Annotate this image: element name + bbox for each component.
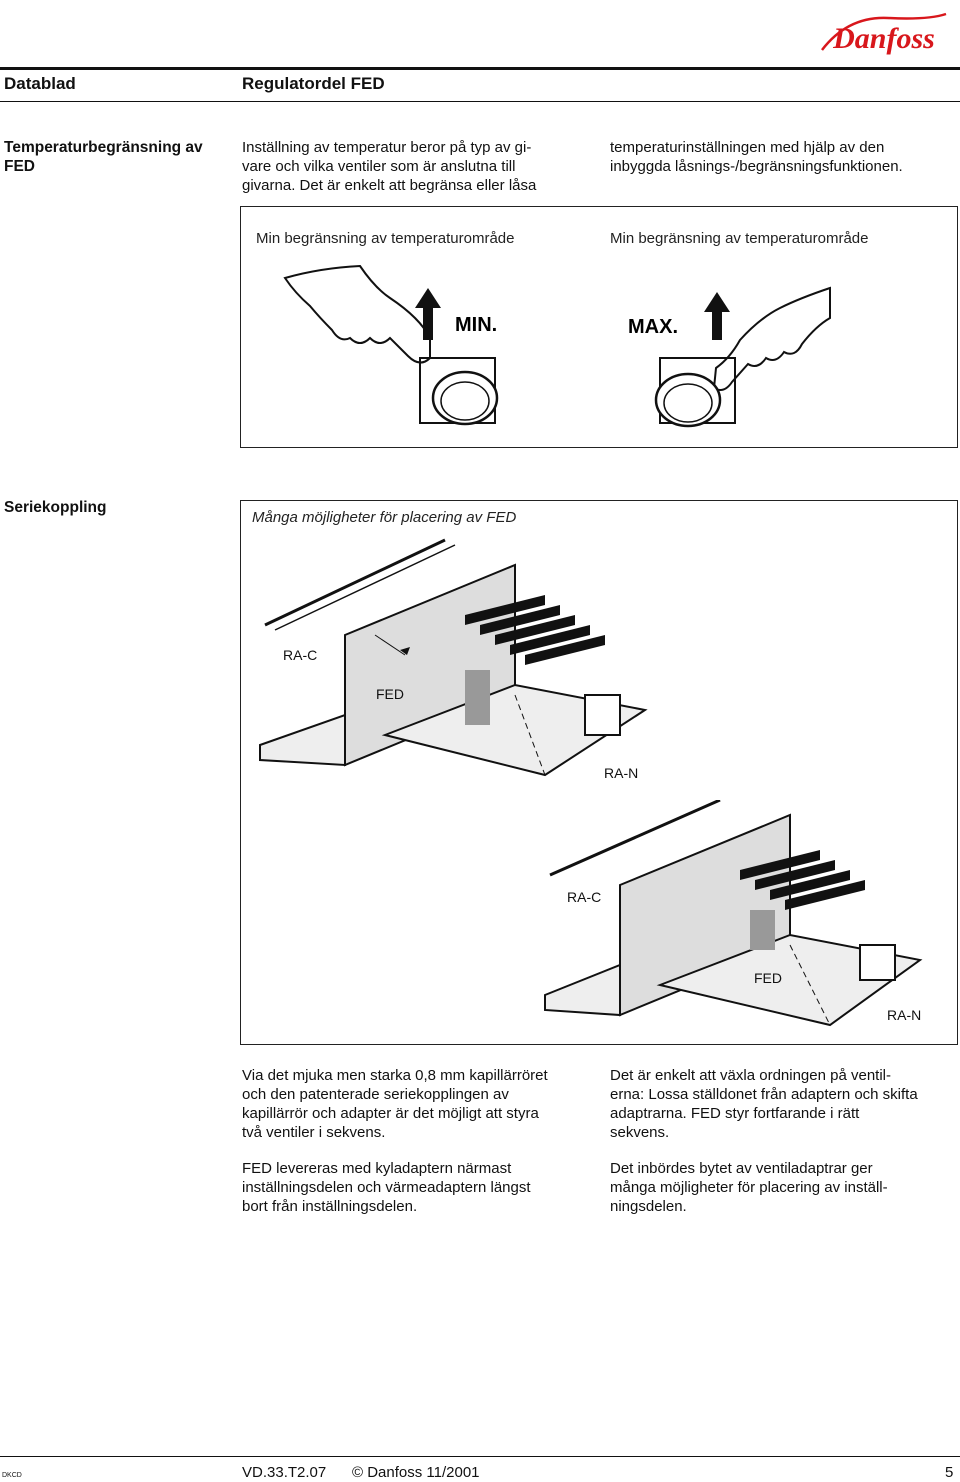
arrow-up-icon: [415, 288, 441, 340]
caption-max: Min begränsning av temperaturområde: [610, 230, 869, 247]
caption-min: Min begränsning av temperaturområde: [256, 230, 515, 247]
hand-icon: [712, 286, 831, 391]
label-min: MIN.: [455, 314, 497, 336]
section-title-series: Seriekoppling: [4, 499, 107, 516]
label-fed-top: FED: [376, 686, 404, 702]
section-title-temp-limit: Temperaturbegränsning av FED: [4, 139, 203, 175]
knob-icon: [431, 370, 499, 426]
footer-code: DKCD: [2, 1472, 22, 1479]
heating-coil: [740, 850, 820, 880]
heating-coil: [465, 595, 545, 625]
footer-page: 5: [945, 1464, 954, 1481]
footer-copyright: © Danfoss 11/2001: [352, 1464, 480, 1481]
label-ra-n-bottom: RA-N: [887, 1007, 922, 1023]
figure-min-max: [240, 206, 958, 448]
floor: [544, 963, 621, 1017]
arrow-up-icon: [704, 292, 730, 340]
radiator-icon: [584, 694, 621, 736]
section2-col1-p1: Via det mjuka men starka 0,8 mm kapillär…: [242, 1067, 548, 1141]
valve-icon: [400, 647, 410, 655]
section1-col1: Inställning av temperatur beror på typ a…: [242, 139, 537, 194]
footer-doc: VD.33.T2.07: [242, 1464, 327, 1481]
max-illustration: MAX.: [628, 286, 831, 428]
pipe: [750, 910, 775, 950]
label-ra-c-bottom: RA-C: [567, 889, 602, 905]
floor: [656, 933, 923, 1027]
section2-col2-p2: Det inbördes bytet av ventiladaptrar ger…: [610, 1160, 888, 1215]
logo-text: Danfoss: [832, 22, 935, 55]
label-ra-n-top: RA-N: [604, 765, 639, 781]
header-rule: [0, 67, 960, 70]
label-max: MAX.: [628, 316, 678, 338]
floor: [259, 713, 346, 767]
adapter-frame: [419, 357, 496, 424]
min-illustration: MIN.: [283, 264, 499, 426]
section2-col2-p1: Det är enkelt att växla ordningen på ven…: [610, 1067, 918, 1141]
caption-series: Många möjligheter för placering av FED: [252, 509, 517, 526]
radiator-icon: [859, 944, 896, 981]
header-rule-thin: [0, 101, 960, 102]
footer-rule: [0, 1456, 960, 1457]
label-ra-c-top: RA-C: [283, 647, 318, 663]
danfoss-logo: Danfoss: [821, 12, 947, 55]
doc-title: Regulatordel FED: [242, 74, 385, 93]
pipe: [465, 670, 490, 725]
figure-series: [240, 500, 958, 1045]
room-illustration-bottom: [544, 800, 923, 1027]
section1-col2: temperaturinställningen med hjälp av den…: [610, 139, 903, 175]
doc-type: Datablad: [4, 74, 76, 93]
hand-icon: [283, 264, 431, 364]
room-illustration-top: [259, 538, 648, 777]
knob-icon: [654, 372, 722, 428]
label-fed-bottom: FED: [754, 970, 782, 986]
